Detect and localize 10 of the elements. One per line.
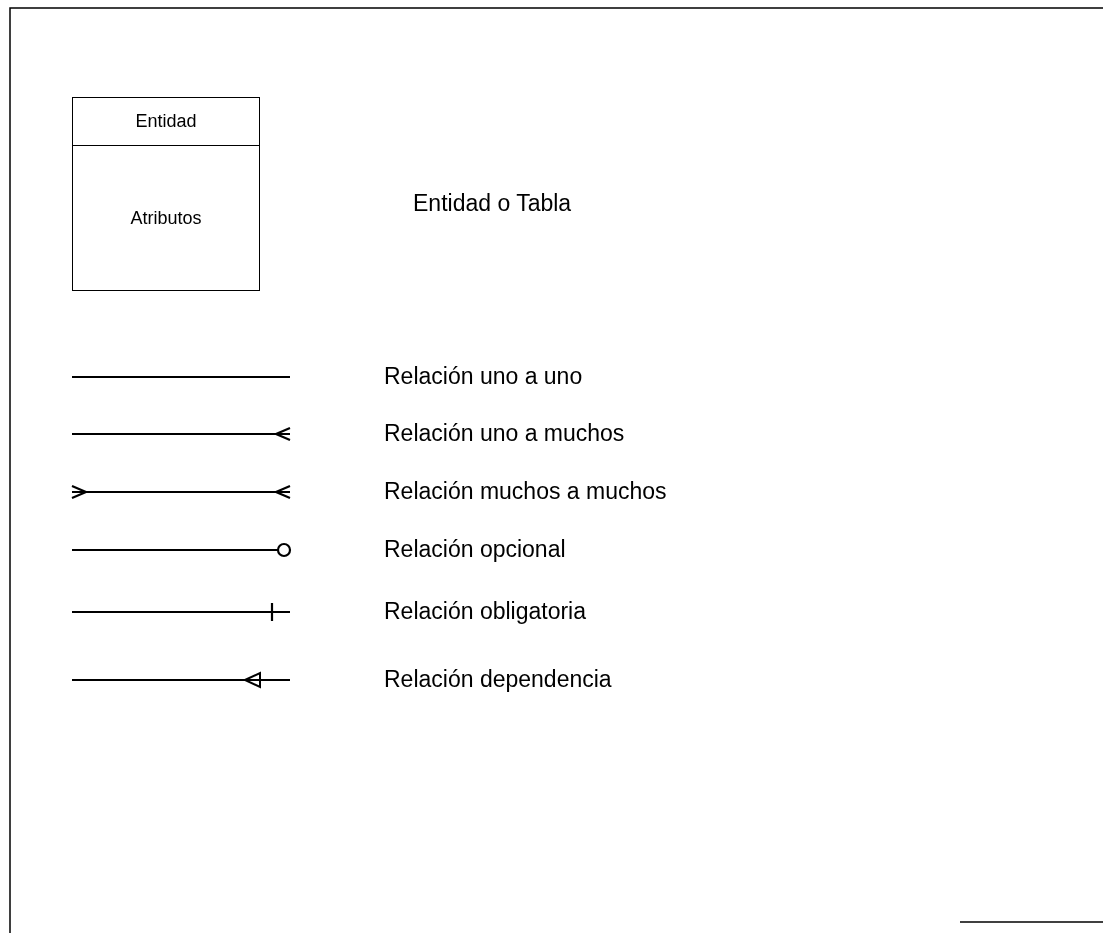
legend-text: Relación muchos a muchos	[384, 478, 667, 505]
legend-text: Relación dependencia	[384, 666, 612, 693]
legend-text: Relación uno a muchos	[384, 420, 625, 447]
entity-box	[72, 97, 260, 291]
legend-text: Relación obligatoria	[384, 598, 586, 625]
symbol-description: Entidad o Tabla	[413, 190, 572, 217]
entity-name: Entidad	[135, 111, 197, 132]
legend-text: Relación uno a uno	[384, 363, 583, 390]
attributes-label: Atributos	[130, 207, 202, 229]
legend-text: Relación opcional	[384, 536, 566, 563]
